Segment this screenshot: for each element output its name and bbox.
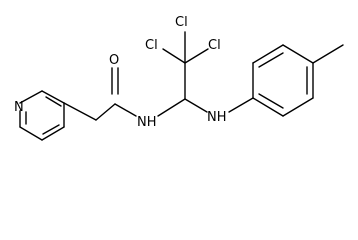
- bond-ring-c2-c3: [41, 90, 65, 104]
- tolyl-ring: [228, 44, 344, 117]
- bond-nh-ch: [157, 98, 186, 117]
- label-chlorine-right: Cl: [208, 38, 221, 53]
- bond-aryl-3-4: [282, 44, 314, 64]
- bond-ring-n-c2: [19, 90, 43, 104]
- bond-ccl3-cl-left: [162, 48, 186, 64]
- bond-carbonyl-carbon: [95, 103, 116, 121]
- chemical-structure-diagram: O NH N Cl Cl Cl NH: [14, 15, 344, 141]
- bond-aryl-5-6: [282, 97, 314, 117]
- bond-ring-c2-c3-double: [45, 96, 62, 107]
- bond-aryl-2-3-double: [258, 52, 284, 68]
- amide-group: [63, 67, 137, 121]
- structure-svg: O NH N Cl Cl Cl NH: [14, 15, 344, 141]
- bond-aryl-6-1: [252, 97, 284, 117]
- bond-carbonyl-nh: [114, 103, 137, 117]
- label-oxygen: O: [109, 53, 119, 68]
- bond-ring-c4-c5: [41, 126, 65, 141]
- label-pyridine-nitrogen: N: [14, 100, 24, 115]
- bond-c3-carbonyl: [63, 102, 97, 121]
- pyridine-ring: [19, 90, 65, 141]
- label-chlorine-left: Cl: [145, 38, 158, 53]
- bond-ring-c5-c6: [19, 126, 43, 141]
- bond-ccl3-cl-right: [184, 48, 209, 64]
- bond-ring-c4-c5-double: [42, 124, 60, 135]
- label-amine-nh: NH: [207, 110, 227, 125]
- label-chlorine-top: Cl: [175, 15, 188, 30]
- bond-aryl-2-3: [252, 44, 284, 64]
- bond-ch-nh-amine: [184, 98, 208, 113]
- bond-nh-aryl: [228, 97, 254, 113]
- label-amide-nh: NH: [137, 115, 157, 130]
- bond-aryl-6-1-double: [258, 93, 284, 109]
- trichloroethyl-core: [157, 31, 209, 117]
- bond-aryl-methyl: [312, 44, 344, 64]
